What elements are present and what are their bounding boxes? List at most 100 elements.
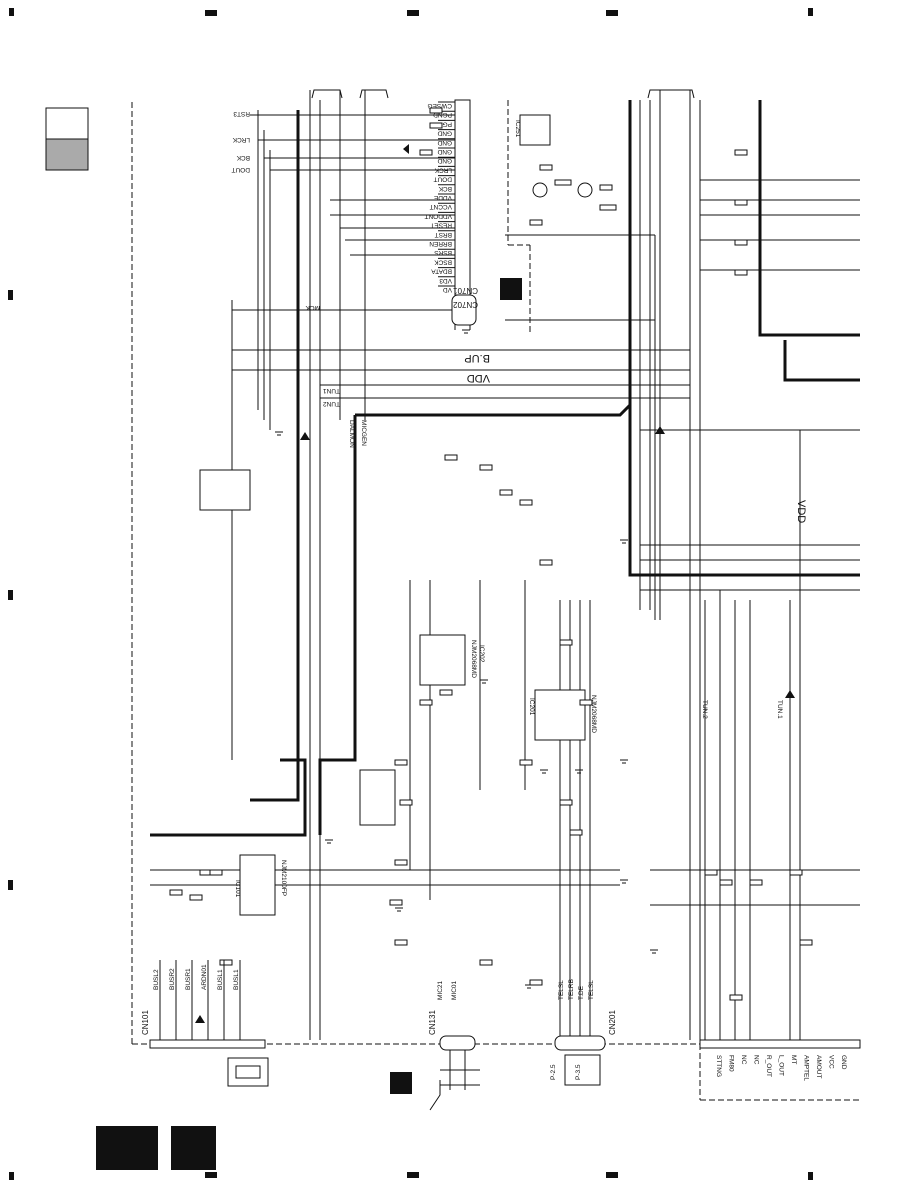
- cn701-pin-label: BSRS: [434, 249, 452, 256]
- cn101-pin-label: BUSL2: [153, 969, 160, 990]
- ic101-label: IC101: [234, 880, 241, 898]
- page-tab-left: [96, 1126, 158, 1170]
- cn701-pin-label: BSCK: [434, 258, 452, 265]
- ic202: NJM2068MD IC202: [419, 634, 485, 686]
- br-pin-label: AMPTEL: [803, 1055, 810, 1081]
- vertical-wires: [231, 90, 801, 1040]
- ic202-part: NJM2068MD: [470, 640, 477, 678]
- net-tun-2: TUN.2: [701, 700, 708, 719]
- cn701-pin-label: VDDONT: [425, 212, 452, 219]
- upper-transistors: [532, 179, 617, 211]
- left-signal-label: LRCK: [232, 136, 250, 143]
- net-dalmon: DALMON: [348, 420, 355, 448]
- br-pin-label: NC: [740, 1055, 747, 1065]
- br-pin-label: FM80: [728, 1055, 735, 1072]
- cn201-pin-label: TELSL: [558, 980, 565, 1000]
- cn702-connector: CN702: [451, 294, 478, 326]
- cn701-pin-labels: CWSEGPGNDPGNDGNDGNDGNDGNDLRCKDOUTBCKVDDE…: [425, 101, 455, 293]
- plug-p35: P-3.5: [575, 1064, 582, 1080]
- board-boundary: [131, 100, 860, 1101]
- cn201-pin-label: TELRB: [568, 979, 575, 1000]
- bottom-right-pin-labels: STTNG FM80 NC NC R_OUT L_OUT MT AMPTEL AMOUT VCC G…: [715, 1055, 847, 1081]
- cn701-pin-label: PGND: [433, 111, 452, 118]
- cn101-pin-label: BUSL1: [233, 969, 240, 990]
- cn701-pin-label: GND: [437, 139, 452, 146]
- cn701-pin-label: BRREN: [429, 240, 452, 247]
- br-pin-label: R_OUT: [765, 1055, 772, 1077]
- registration-marks: [8, 8, 813, 1180]
- page-tab-right: [171, 1126, 216, 1170]
- cn701-pin-label: VD: [443, 286, 452, 293]
- bus-lines: [150, 114, 860, 906]
- cn701-pin-label: BCK: [438, 185, 452, 192]
- cn201-label: CN201: [608, 1010, 617, 1035]
- cn702-label: CN702: [453, 300, 478, 309]
- cn701-pin-label: GND: [437, 148, 452, 155]
- ic101: IC101 NJM2100FP: [234, 854, 287, 916]
- cn701-pin-label: VCCNT: [430, 203, 452, 210]
- cn701-pin-label: VD3: [439, 277, 452, 284]
- cn131-connector: CN131: [428, 1010, 480, 1111]
- br-pin-label: NC: [753, 1055, 760, 1065]
- cn101-pin-label: BUSR1: [185, 968, 192, 990]
- net-tun2: TUN2: [323, 400, 340, 407]
- net-tun1: TUN1: [323, 387, 340, 394]
- section-indicator: [45, 107, 89, 171]
- transistor-array: [199, 469, 396, 826]
- cn201-pin-label: TELSL: [588, 980, 595, 1000]
- ground-rails: [150, 100, 860, 837]
- net-bup: B.UP: [464, 352, 490, 364]
- cn701-pin-label: BRST: [435, 231, 452, 238]
- cn701-label: CN701: [453, 286, 478, 295]
- ground-symbols: [275, 329, 658, 989]
- cn701-connector: CN701: [453, 99, 478, 296]
- black-square-lower: [390, 1072, 412, 1094]
- net-tun-1: TUN.1: [776, 700, 783, 719]
- cn201-connector: CN201 P-2.5 P-3.5: [550, 1010, 617, 1086]
- plug-p25: P-2.5: [550, 1064, 557, 1080]
- cn701-pin-label: VDDE: [433, 194, 452, 201]
- cn131-label: CN131: [428, 1010, 437, 1035]
- br-pin-label: GND: [840, 1055, 847, 1070]
- signal-arrows: [195, 144, 795, 1023]
- cn701-pin-label: DOUT: [434, 176, 452, 183]
- cn701-pin-label: LRCK: [434, 166, 452, 173]
- bottom-right-connector: [699, 1039, 861, 1049]
- cn101-connector: CN101: [141, 1010, 269, 1087]
- br-pin-label: STTNG: [715, 1055, 722, 1077]
- cn701-pin-label: GND: [437, 157, 452, 164]
- left-signal-label: DOUT: [232, 166, 250, 173]
- cn701-pin-label: BDATA: [431, 268, 452, 275]
- net-micgen: MICGEN: [360, 420, 367, 446]
- brace-top-3: [647, 89, 695, 99]
- net-vdd-right: VDD: [795, 500, 807, 523]
- br-pin-label: MT: [790, 1055, 797, 1064]
- net-vdd: VDD: [467, 372, 490, 384]
- ic202-label: IC202: [478, 645, 485, 663]
- brace-top-2: [359, 89, 389, 99]
- cn201-pin-label: T.DE: [578, 985, 585, 1000]
- cn101-pin-label: BUSL1: [217, 969, 224, 990]
- ic201-label: IC201: [528, 698, 535, 716]
- resistor-symbols: [169, 107, 813, 1001]
- black-square-upper: [500, 278, 522, 300]
- cn701-pin-label: RESET: [430, 222, 452, 229]
- left-signal-label: MCK: [305, 304, 320, 311]
- br-pin-label: AMOUT: [815, 1055, 822, 1079]
- cn101-pin-label: BUSR2: [169, 968, 176, 990]
- left-signal-label: RST3: [233, 110, 250, 117]
- br-pin-label: VCC: [828, 1055, 835, 1069]
- left-signal-label: BCK: [236, 154, 250, 161]
- br-pin-label: L_OUT: [778, 1055, 785, 1076]
- ic101-part: NJM2100FP: [280, 860, 287, 896]
- cn101-label: CN101: [141, 1010, 150, 1035]
- cn131-pin-2: MIC21: [437, 980, 444, 1000]
- cn131-pin-1: MIC01: [451, 980, 458, 1000]
- cn101-pin-label: ARDN01: [201, 964, 208, 990]
- ic251-label: IC251: [514, 120, 521, 138]
- cn701-pin-label: GND: [437, 130, 452, 137]
- cn101-pin-labels: BUSL2 BUSR2 BUSR1 ARDN01 BUSL1 BUSL1: [153, 960, 241, 1040]
